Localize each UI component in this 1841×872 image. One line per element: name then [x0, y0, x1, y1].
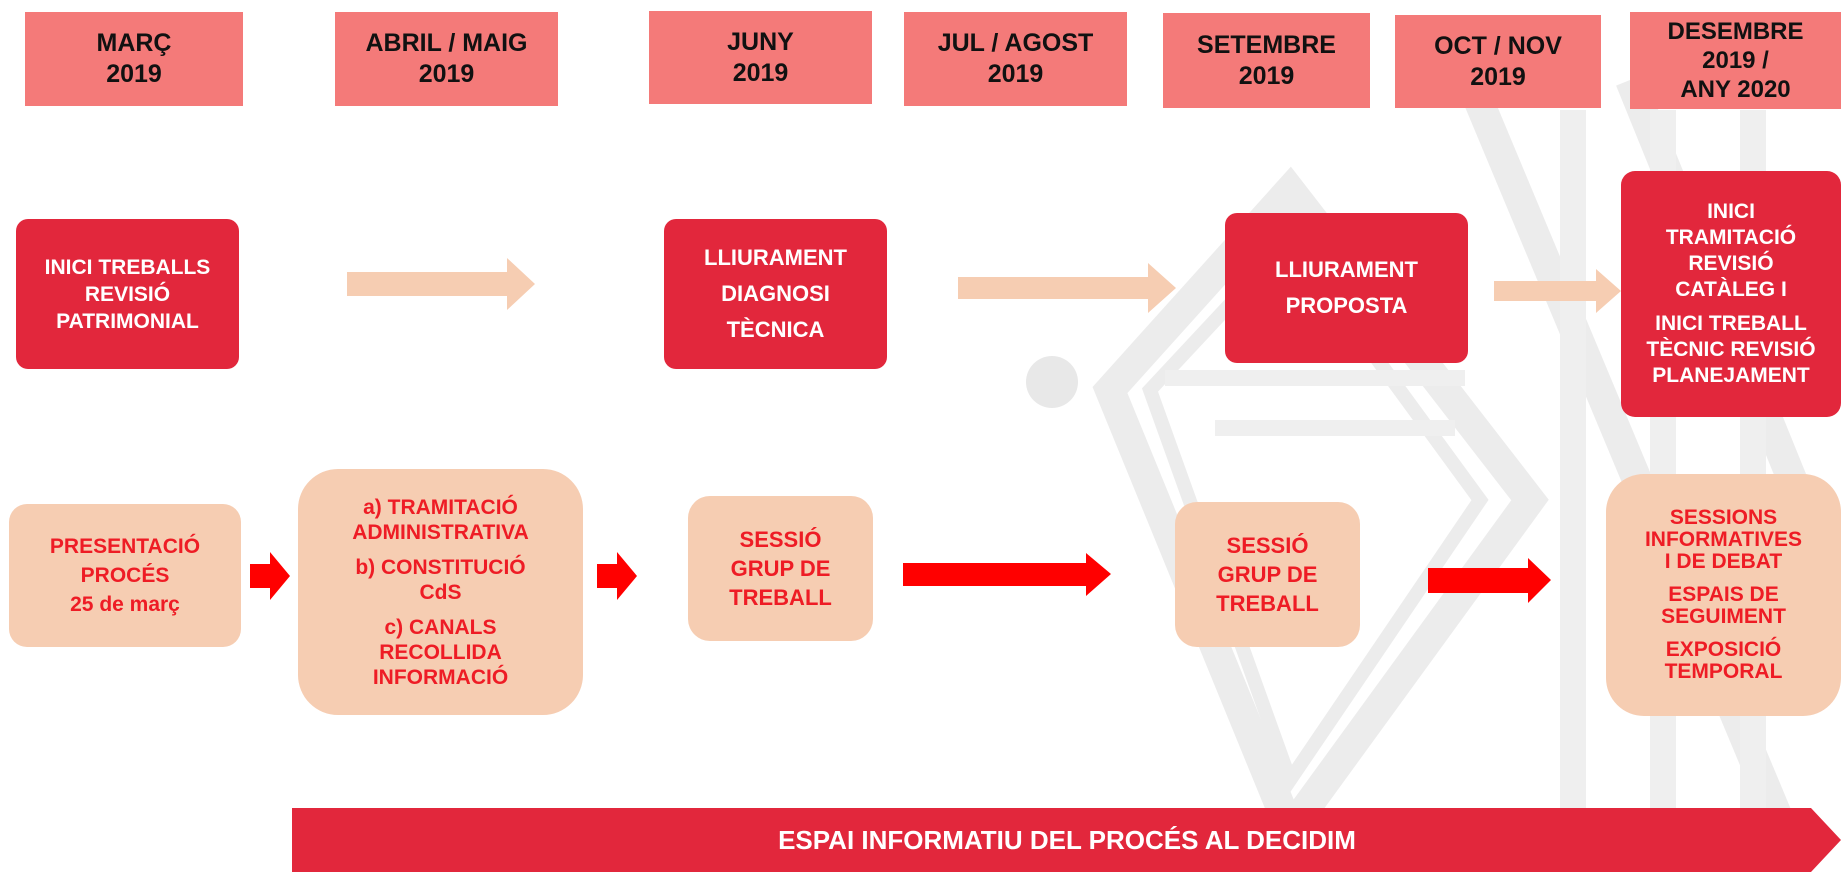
participation-text-line: INFORMATIVES	[1644, 528, 1803, 551]
milestone-text-line: PLANEJAMENT	[1652, 364, 1810, 387]
milestone-text-line: INICI	[1707, 200, 1755, 223]
participation-text-line: TREBALL	[729, 585, 832, 610]
participation-text-line: PRESENTACIÓ	[49, 535, 201, 558]
participation-sessio-grup-treball-2: SESSIÓ GRUP DE TREBALL	[1175, 502, 1360, 647]
header-year: 2019	[732, 58, 789, 87]
header-year: 2019	[1470, 62, 1526, 91]
participation-text-line: TEMPORAL	[1664, 660, 1783, 683]
header-year: 2019	[1238, 61, 1295, 90]
participation-text-line: INFORMACIÓ	[372, 665, 509, 689]
milestone-lliurament-diagnosi: LLIURAMENT DIAGNOSI TÈCNICA	[664, 219, 887, 369]
participation-text-line: ESPAIS DE	[1668, 583, 1779, 606]
light-arrow-2	[958, 263, 1176, 313]
red-arrow-4	[1428, 558, 1551, 603]
header-oct-nov-2019: OCT / NOV 2019	[1395, 15, 1601, 108]
milestone-text-line: DIAGNOSI	[721, 281, 830, 306]
participation-text-line: b) CONSTITUCIÓ	[355, 555, 526, 579]
header-label: SETEMBRE	[1197, 30, 1336, 59]
header-label: OCT / NOV	[1434, 31, 1562, 60]
light-arrow-1	[347, 258, 535, 310]
header-label: MARÇ	[96, 29, 172, 57]
red-arrow-3	[903, 553, 1111, 596]
participation-text-line: RECOLLIDA	[379, 640, 502, 664]
header-year: 2019	[987, 60, 1044, 88]
milestone-text-line: CATÀLEG I	[1675, 278, 1787, 301]
header-setembre-2019: SETEMBRE 2019	[1163, 13, 1370, 108]
participation-text-line: GRUP DE	[1217, 562, 1318, 587]
participation-text-line: I DE DEBAT	[1664, 550, 1783, 573]
milestone-text-line: INICI TREBALLS	[44, 255, 211, 279]
participation-tramitacio-constitucio-canals: a) TRAMITACIÓ ADMINISTRATIVA b) CONSTITU…	[298, 469, 583, 715]
header-label: JUNY	[727, 27, 794, 56]
milestone-text-line: TÈCNICA	[726, 317, 825, 342]
header-year-2: ANY 2020	[1680, 76, 1791, 103]
participation-text-line: SESSIÓ	[1226, 533, 1309, 558]
participation-text-line: a) TRAMITACIÓ	[363, 495, 518, 519]
milestone-lliurament-proposta: LLIURAMENT PROPOSTA	[1225, 213, 1468, 363]
header-label: ABRIL / MAIG	[365, 29, 528, 57]
header-year: 2019 /	[1702, 47, 1769, 74]
milestone-text-line: LLIURAMENT	[704, 245, 847, 270]
header-juny-2019: JUNY 2019	[649, 11, 872, 104]
milestone-text-line: INICI TREBALL	[1655, 312, 1807, 335]
participation-text-line: ADMINISTRATIVA	[352, 520, 529, 544]
participation-text-line: TREBALL	[1216, 591, 1319, 616]
milestone-text-line: PATRIMONIAL	[56, 309, 199, 333]
header-year: 2019	[418, 60, 475, 88]
header-jul-agost-2019: JUL / AGOST 2019	[904, 12, 1127, 106]
participation-sessio-grup-treball-1: SESSIÓ GRUP DE TREBALL	[688, 496, 873, 641]
participation-text-line: CdS	[419, 580, 462, 604]
milestone-inici-tramitacio: INICI TRAMITACIÓ REVISIÓ CATÀLEG I INICI…	[1621, 171, 1841, 417]
red-arrow-2	[597, 552, 637, 600]
participation-sessions-informatives: SESSIONS INFORMATIVES I DE DEBAT ESPAIS …	[1606, 474, 1841, 716]
header-marc-2019: MARÇ 2019	[25, 12, 243, 106]
participation-text-line: 25 de març	[70, 593, 180, 616]
participation-presentacio: PRESENTACIÓ PROCÉS 25 de març	[9, 504, 241, 647]
participation-text-line: GRUP DE	[730, 556, 831, 581]
header-desembre-2019-any-2020: DESEMBRE 2019 / ANY 2020	[1630, 12, 1841, 109]
header-label: JUL / AGOST	[937, 29, 1094, 57]
participation-text-line: SEGUIMENT	[1661, 605, 1786, 628]
milestone-text-line: REVISIÓ	[84, 282, 171, 306]
header-abril-maig-2019: ABRIL / MAIG 2019	[335, 12, 558, 106]
light-arrow-3	[1494, 269, 1621, 313]
red-arrow-1	[250, 552, 290, 600]
milestone-text-line: LLIURAMENT	[1275, 257, 1418, 282]
header-label: DESEMBRE	[1667, 18, 1804, 45]
banner-text: ESPAI INFORMATIU DEL PROCÉS AL DECIDIM	[778, 824, 1356, 855]
milestone-text-line: TÈCNIC REVISIÓ	[1646, 338, 1816, 361]
milestone-text-line: REVISIÓ	[1688, 252, 1774, 275]
milestone-text-line: TRAMITACIÓ	[1665, 226, 1797, 249]
participation-text-line: PROCÉS	[80, 564, 170, 587]
milestone-inici-treballs: INICI TREBALLS REVISIÓ PATRIMONIAL	[16, 219, 239, 369]
milestone-text-line: PROPOSTA	[1285, 293, 1408, 318]
participation-text-line: EXPOSICIÓ	[1665, 638, 1782, 661]
header-year: 2019	[106, 60, 162, 88]
participation-text-line: SESSIÓ	[739, 527, 822, 552]
participation-text-line: c) CANALS	[384, 615, 497, 639]
banner-arrow	[292, 808, 1841, 872]
participation-text-line: SESSIONS	[1669, 506, 1778, 529]
